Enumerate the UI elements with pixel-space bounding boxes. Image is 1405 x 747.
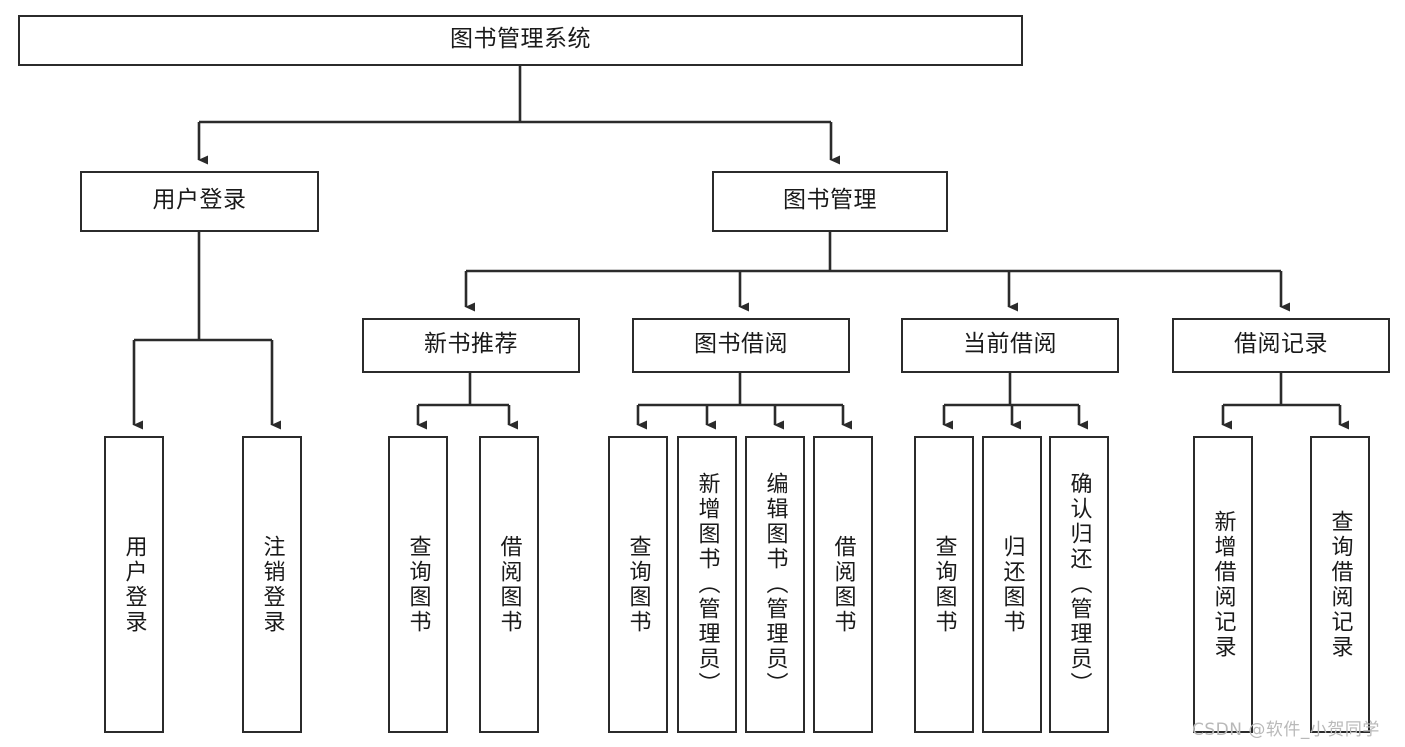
edges-borrowrecord-to-leaves [1221, 373, 1349, 430]
node-current-borrow-label: 当前借阅 [963, 330, 1057, 357]
node-root-label: 图书管理系统 [450, 25, 591, 52]
leaf-query-book-current-label: 查询图书 [931, 534, 957, 635]
leaf-edit-book-label: 编辑图书（管理员） [762, 472, 788, 697]
leaf-user-login-label: 用户登录 [121, 534, 147, 635]
leaf-query-borrow-record-label: 查询借阅记录 [1327, 509, 1353, 660]
node-borrow-record-label: 借阅记录 [1234, 330, 1328, 357]
node-current-borrow[interactable]: 当前借阅 [901, 318, 1119, 373]
leaf-borrow-book-recommend-label: 借阅图书 [496, 534, 522, 635]
leaf-query-book-recommend[interactable]: 查询图书 [388, 436, 448, 733]
node-root[interactable]: 图书管理系统 [18, 15, 1023, 66]
leaf-add-book[interactable]: 新增图书（管理员） [677, 436, 737, 733]
node-user-login[interactable]: 用户登录 [80, 171, 319, 232]
leaf-add-borrow-record-label: 新增借阅记录 [1210, 509, 1236, 660]
leaf-query-book-current[interactable]: 查询图书 [914, 436, 974, 733]
leaf-borrow-book-label: 借阅图书 [830, 534, 856, 635]
leaf-user-login[interactable]: 用户登录 [104, 436, 164, 733]
leaf-return-book[interactable]: 归还图书 [982, 436, 1042, 733]
node-new-book-recommend-label: 新书推荐 [424, 330, 518, 357]
leaf-query-borrow-record[interactable]: 查询借阅记录 [1310, 436, 1370, 733]
leaf-edit-book[interactable]: 编辑图书（管理员） [745, 436, 805, 733]
node-book-borrow[interactable]: 图书借阅 [632, 318, 850, 373]
leaf-query-book-borrow-label: 查询图书 [625, 534, 651, 635]
leaf-confirm-return-label: 确认归还（管理员） [1066, 472, 1092, 697]
leaf-return-book-label: 归还图书 [999, 534, 1025, 635]
leaf-logout-label: 注销登录 [259, 534, 285, 635]
node-new-book-recommend[interactable]: 新书推荐 [362, 318, 580, 373]
leaf-borrow-book-recommend[interactable]: 借阅图书 [479, 436, 539, 733]
leaf-query-book-recommend-label: 查询图书 [405, 534, 431, 635]
edges-bookborrow-to-leaves [636, 373, 852, 430]
node-book-management-label: 图书管理 [783, 186, 877, 213]
node-user-login-label: 用户登录 [152, 186, 247, 213]
edges-newbookrec-to-leaves [416, 373, 518, 430]
node-book-management[interactable]: 图书管理 [712, 171, 948, 232]
node-book-borrow-label: 图书借阅 [694, 330, 788, 357]
edges-bookmgmt-to-level3 [464, 232, 1290, 312]
leaf-confirm-return[interactable]: 确认归还（管理员） [1049, 436, 1109, 733]
leaf-logout[interactable]: 注销登录 [242, 436, 302, 733]
edges-root-to-level2 [197, 66, 840, 165]
edges-login-to-leaves [132, 232, 281, 430]
leaf-add-borrow-record[interactable]: 新增借阅记录 [1193, 436, 1253, 733]
node-borrow-record[interactable]: 借阅记录 [1172, 318, 1390, 373]
leaf-query-book-borrow[interactable]: 查询图书 [608, 436, 668, 733]
leaf-borrow-book[interactable]: 借阅图书 [813, 436, 873, 733]
edges-currentborrow-to-leaves [942, 373, 1088, 430]
leaf-add-book-label: 新增图书（管理员） [694, 472, 720, 697]
